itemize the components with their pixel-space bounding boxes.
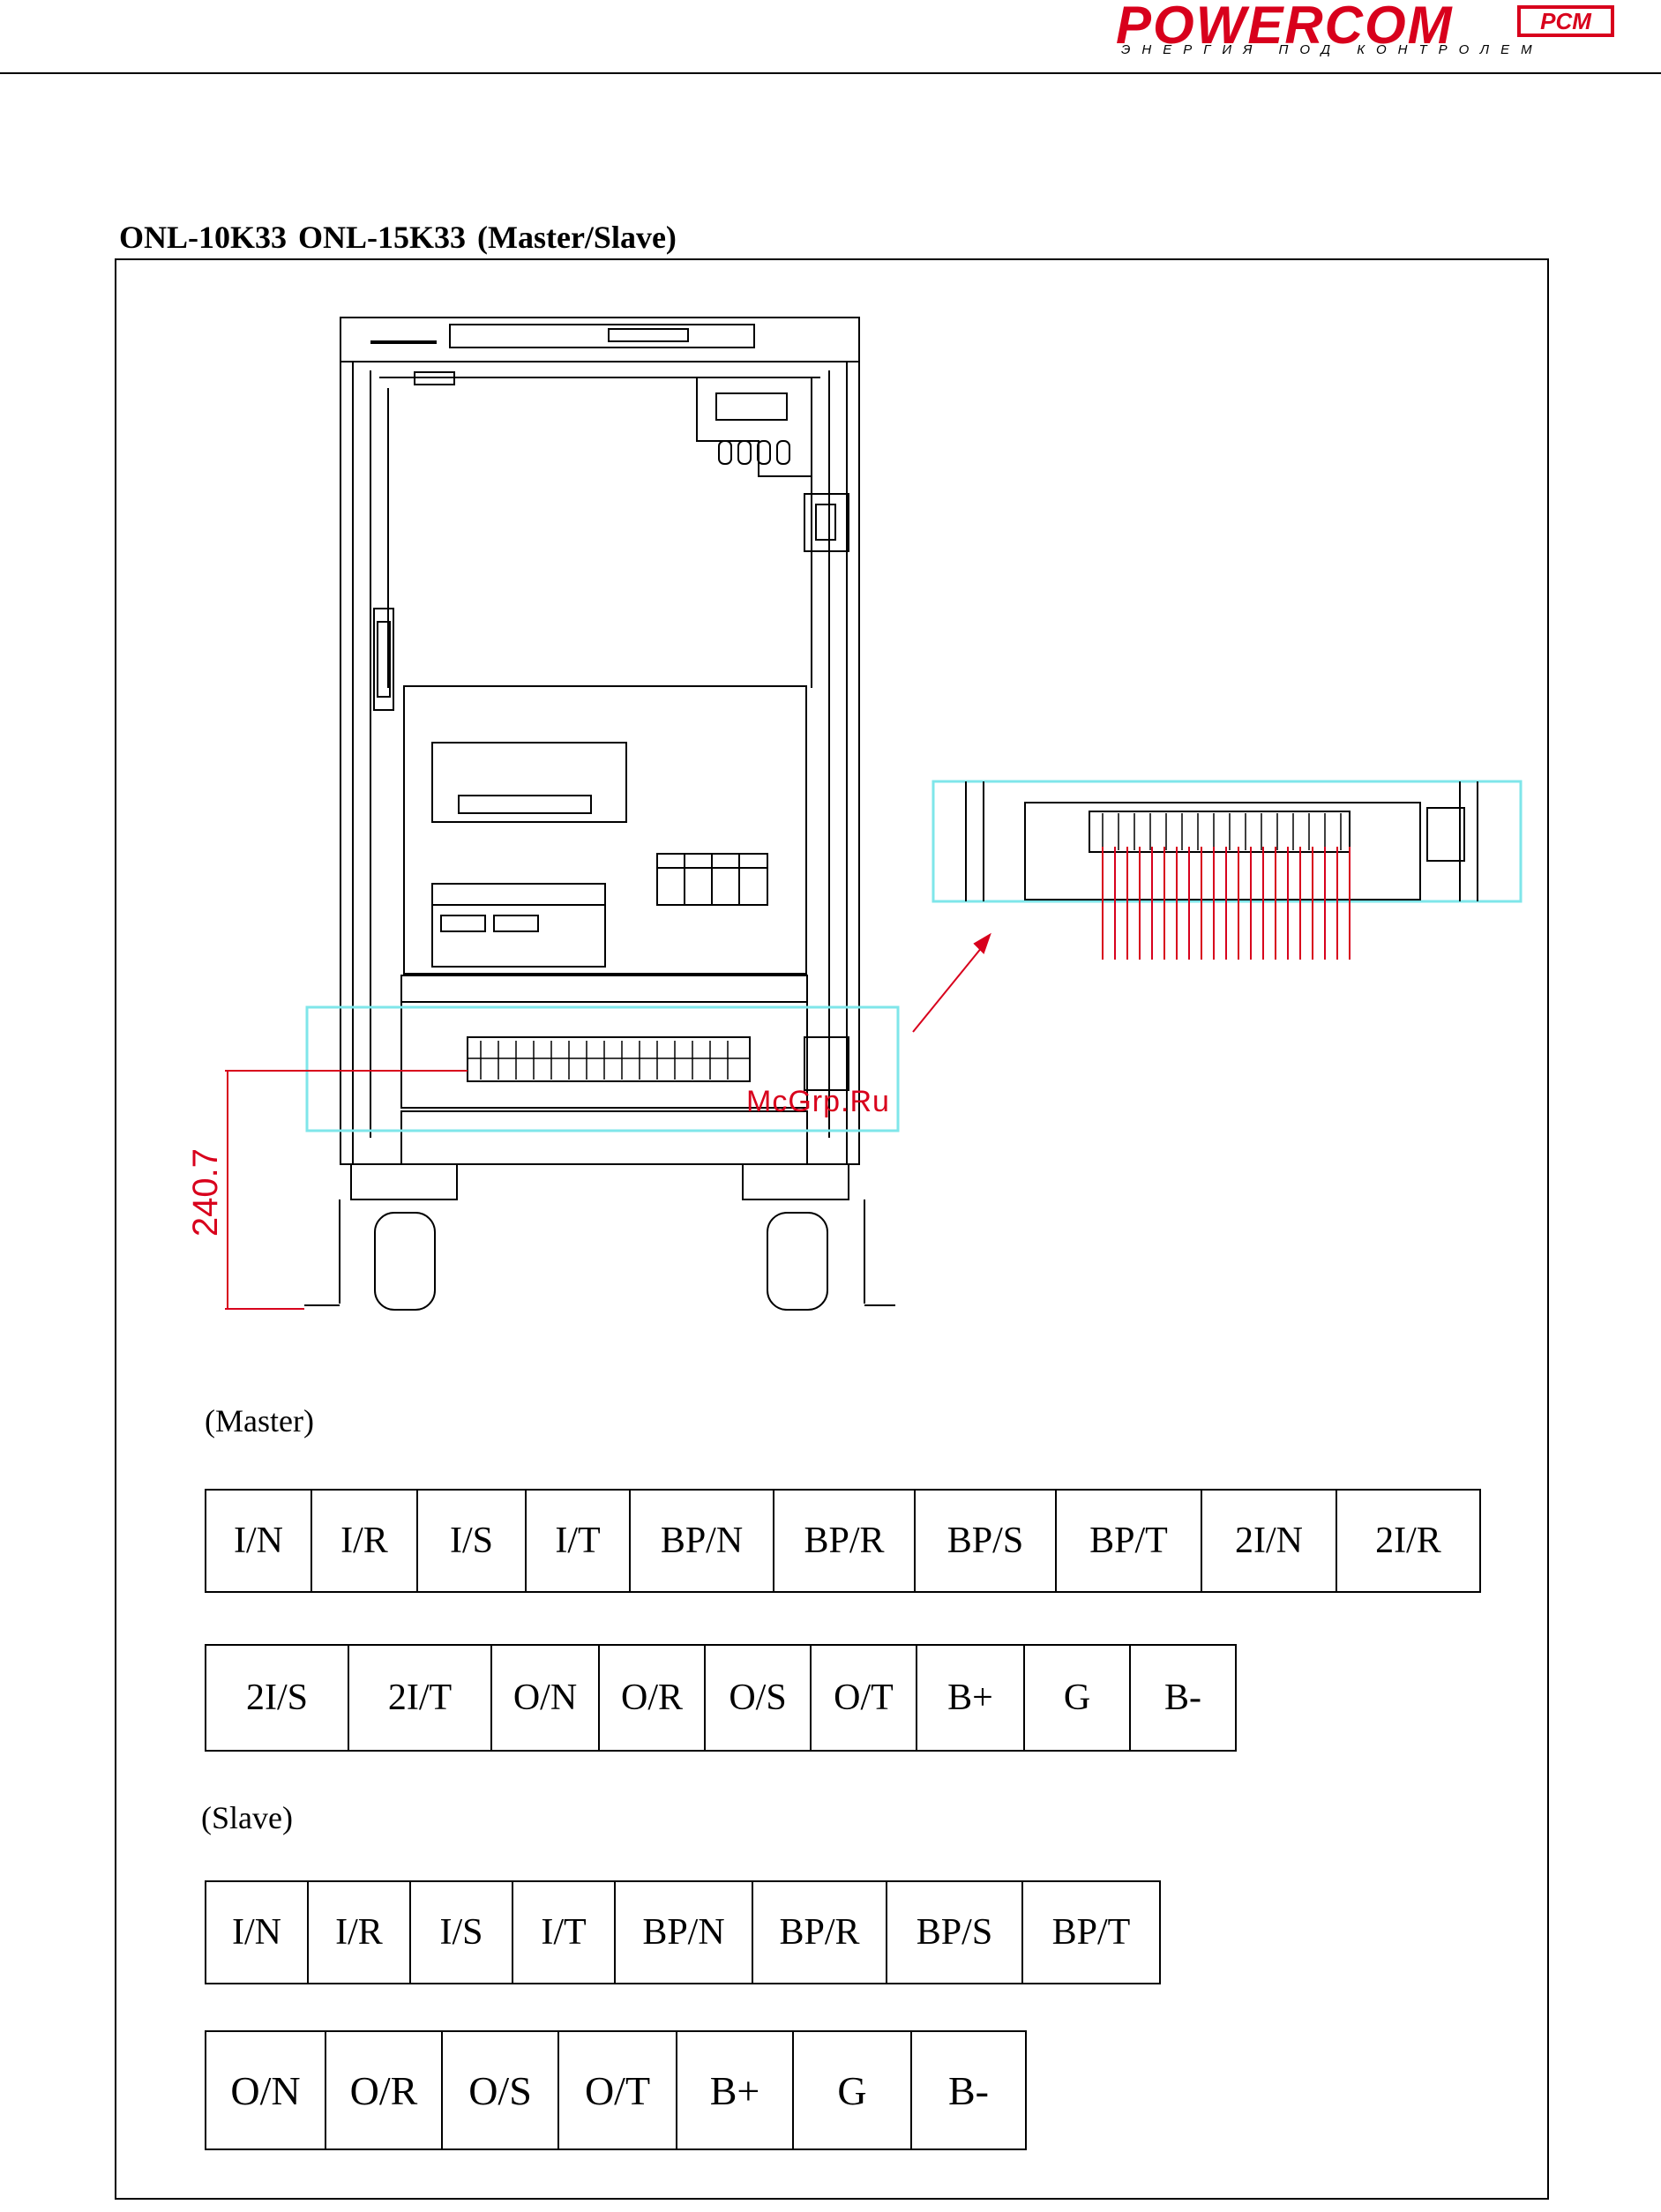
master-label: (Master) xyxy=(205,1402,314,1439)
terminal-cell: B+ xyxy=(917,1646,1025,1750)
terminal-cell: BP/R xyxy=(774,1491,916,1591)
terminal-cell: G xyxy=(794,2032,912,2148)
terminal-cell: BP/S xyxy=(887,1882,1023,1983)
terminal-cell: O/N xyxy=(206,2032,326,2148)
terminal-cell: I/S xyxy=(418,1491,527,1591)
slave-label: (Slave) xyxy=(201,1799,293,1836)
watermark: McGrp.Ru xyxy=(746,1085,890,1119)
terminal-cell: O/S xyxy=(443,2032,559,2148)
terminal-cell: B- xyxy=(1131,1646,1237,1750)
terminal-cell: I/T xyxy=(513,1882,616,1983)
terminal-cell: O/R xyxy=(326,2032,443,2148)
terminal-cell: BP/T xyxy=(1023,1882,1161,1983)
slave-terminal-row-1: I/N I/R I/S I/T BP/N BP/R BP/S BP/T xyxy=(205,1880,1161,1984)
terminal-cell: I/N xyxy=(206,1491,312,1591)
terminal-cell: 2I/R xyxy=(1337,1491,1481,1591)
terminal-cell: BP/R xyxy=(753,1882,887,1983)
master-terminal-row-1: I/N I/R I/S I/T BP/N BP/R BP/S BP/T 2I/N… xyxy=(205,1489,1481,1593)
terminal-cell: I/S xyxy=(411,1882,513,1983)
terminal-cell: 2I/S xyxy=(206,1646,349,1750)
terminal-cell: G xyxy=(1025,1646,1131,1750)
terminal-cell: 2I/N xyxy=(1202,1491,1337,1591)
dimension-label: 240.7 xyxy=(186,1144,225,1241)
master-terminal-row-2: 2I/S 2I/T O/N O/R O/S O/T B+ G B- xyxy=(205,1644,1237,1752)
terminal-cell: O/S xyxy=(706,1646,812,1750)
slave-terminal-row-2: O/N O/R O/S O/T B+ G B- xyxy=(205,2030,1027,2150)
terminal-cell: I/R xyxy=(309,1882,411,1983)
terminal-cell: O/R xyxy=(600,1646,706,1750)
terminal-cell: BP/S xyxy=(916,1491,1057,1591)
figure-frame-bottom xyxy=(115,2198,1549,2200)
terminal-cell: BP/N xyxy=(631,1491,774,1591)
terminal-cell: B- xyxy=(912,2032,1027,2148)
terminal-cell: I/R xyxy=(312,1491,418,1591)
terminal-cell: I/T xyxy=(527,1491,631,1591)
terminal-cell: O/T xyxy=(559,2032,677,2148)
terminal-cell: O/T xyxy=(812,1646,917,1750)
terminal-cell: B+ xyxy=(677,2032,794,2148)
terminal-cell: 2I/T xyxy=(349,1646,492,1750)
terminal-cell: BP/T xyxy=(1057,1491,1202,1591)
terminal-cell: O/N xyxy=(492,1646,600,1750)
terminal-cell: BP/N xyxy=(616,1882,753,1983)
ups-cabinet-drawing xyxy=(0,0,1661,1376)
terminal-cell: I/N xyxy=(206,1882,309,1983)
